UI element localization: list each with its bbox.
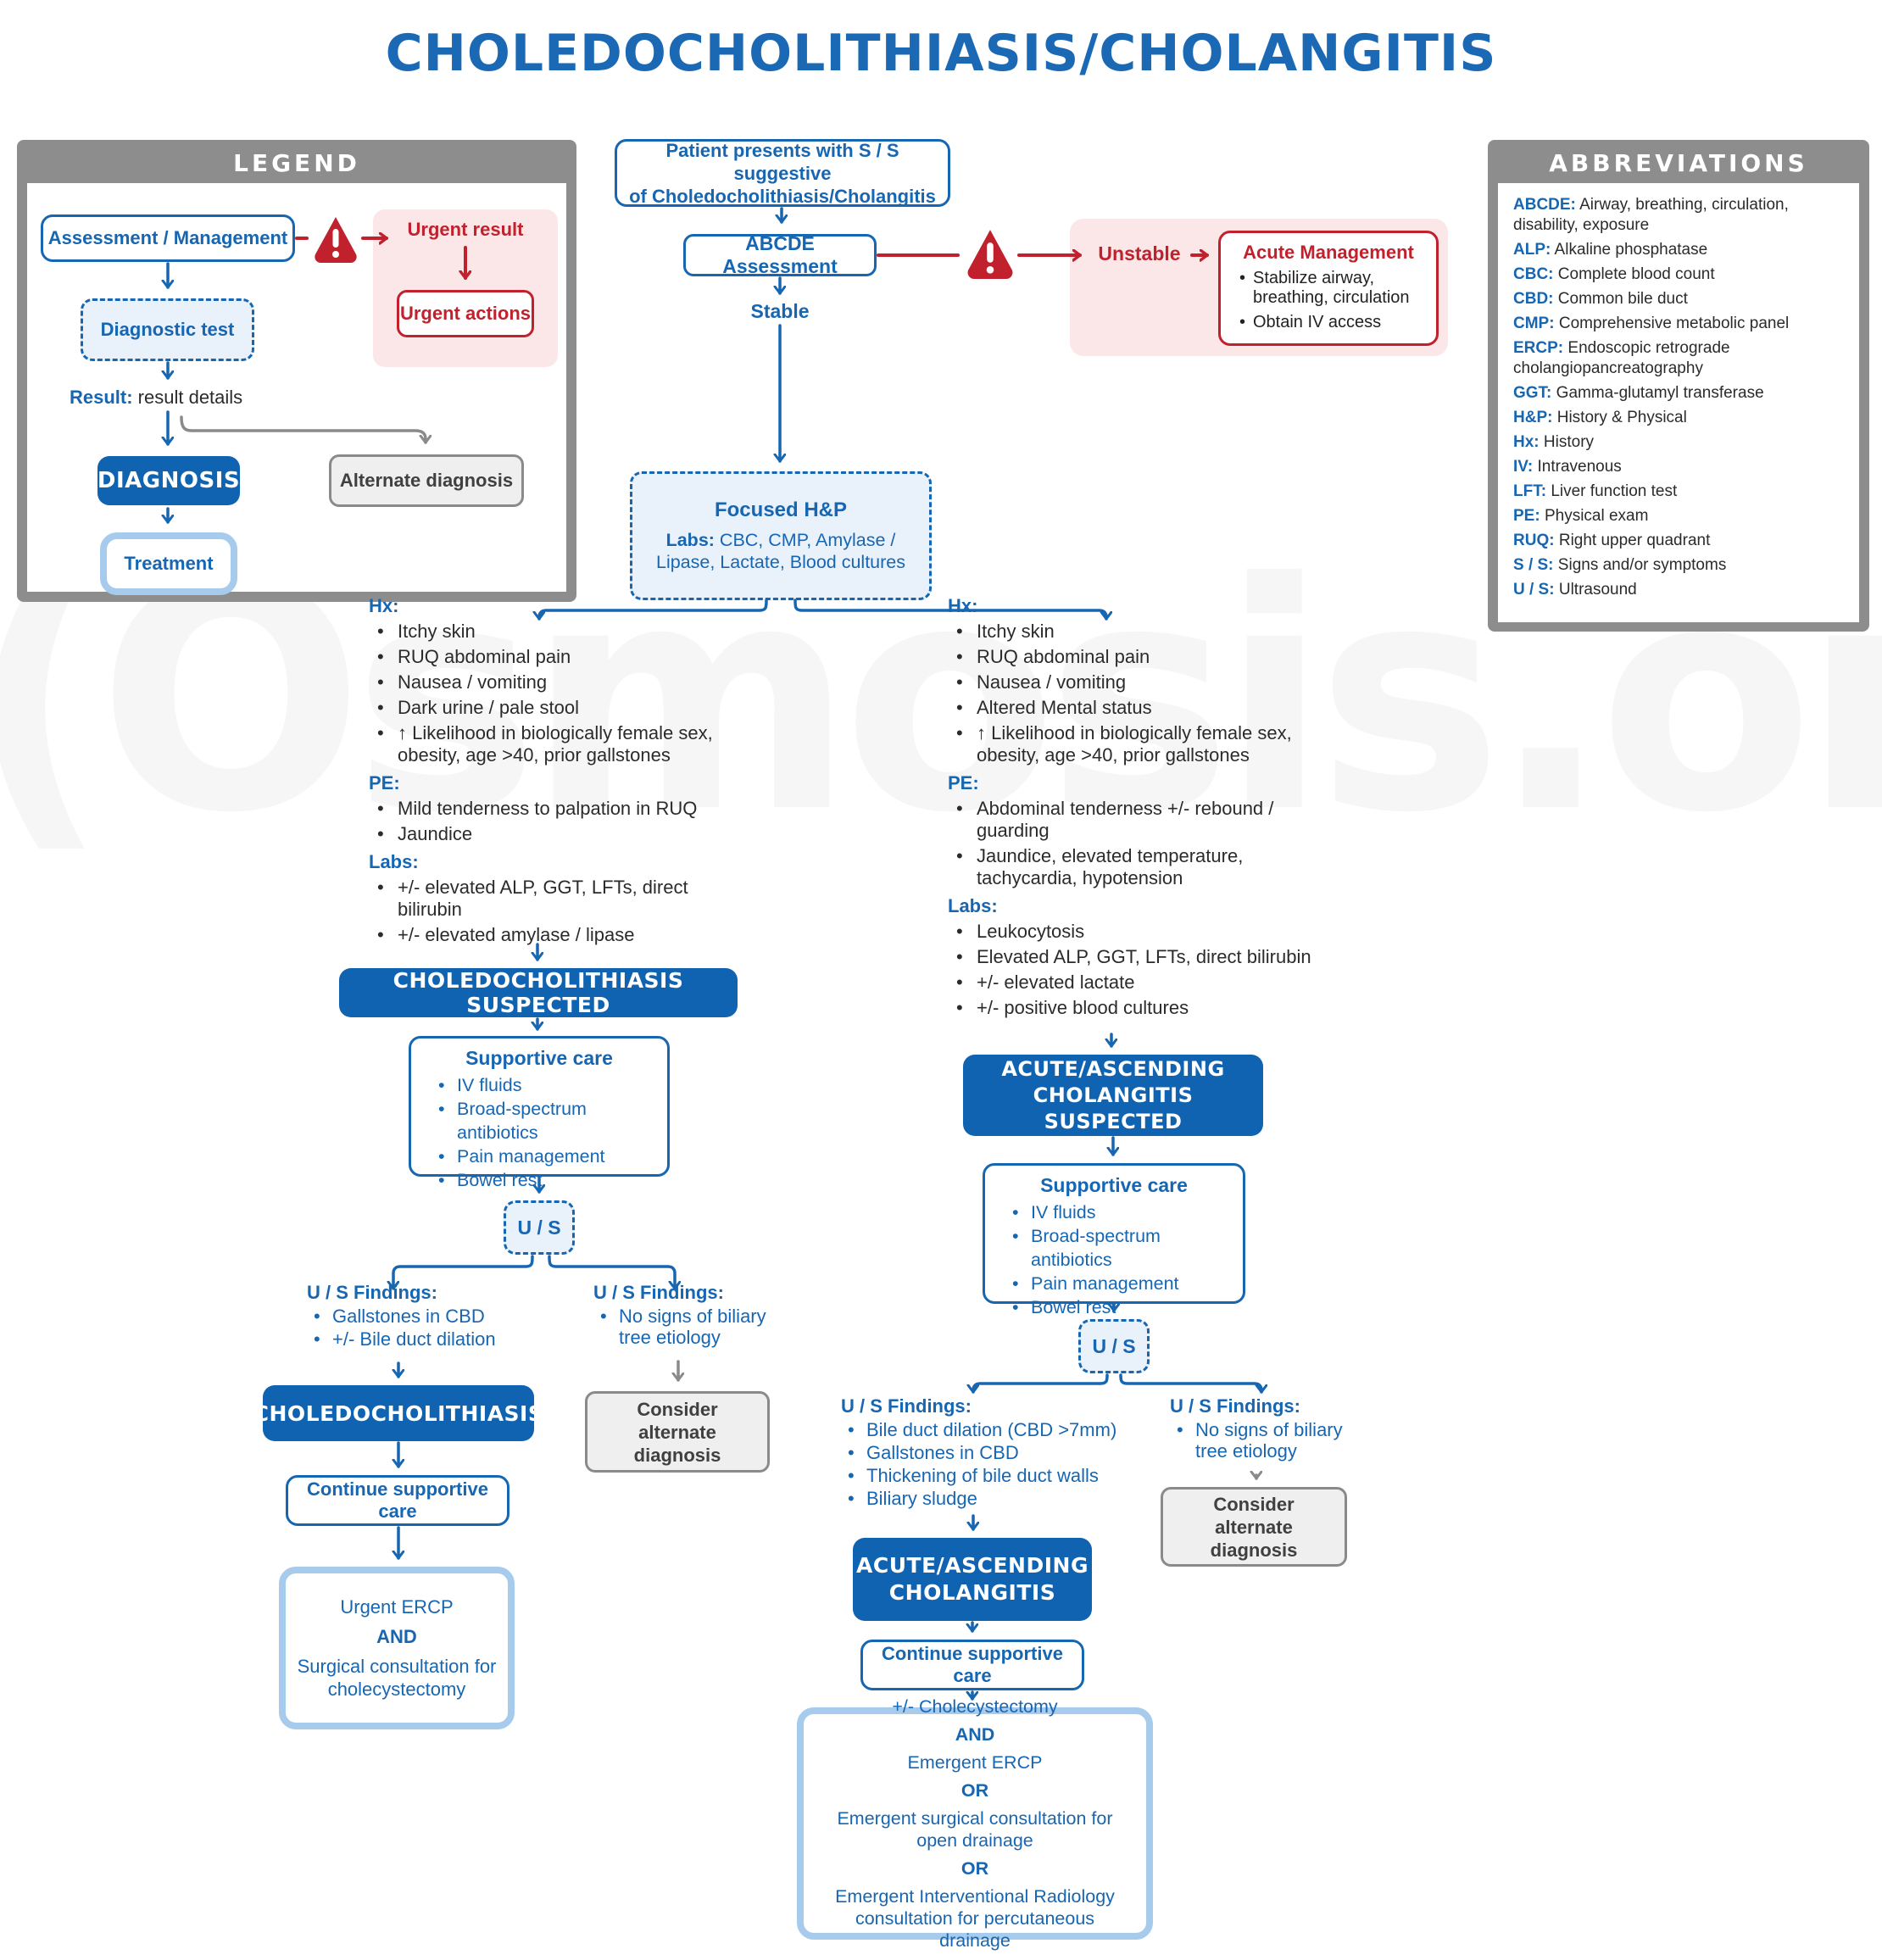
hx-heading: Hx:: [369, 595, 399, 616]
legend-treatment-box: Treatment: [100, 532, 237, 595]
treatment-box-right: +/- Cholecystectomy AND Emergent ERCP OR…: [797, 1696, 1153, 1951]
continue-supportive-care-box-left: Continue supportive care: [286, 1475, 509, 1526]
supportive-care-box-right: Supportive care IV fluidsBroad-spectrum …: [983, 1163, 1245, 1319]
us-findings-negative-right: U / S Findings: No signs of biliary tree…: [1170, 1395, 1356, 1463]
labs-list: +/- elevated ALP, GGT, LFTs, direct bili…: [369, 877, 750, 946]
patient-line1: Patient presents with S / S suggestive: [665, 139, 899, 184]
hx-list: Itchy skinRUQ abdominal painNausea / vom…: [948, 621, 1338, 766]
labs-heading: Labs:: [948, 895, 998, 916]
labs-list: LeukocytosisElevated ALP, GGT, LFTs, dir…: [948, 921, 1338, 1019]
hx-heading: Hx:: [948, 595, 978, 616]
pe-list: Abdominal tenderness +/- rebound / guard…: [948, 798, 1338, 889]
consider-alternate-diagnosis-box-left: Consider alternate diagnosis: [585, 1391, 770, 1473]
treatment-box-left: Urgent ERCP AND Surgical consultation fo…: [279, 1567, 515, 1729]
legend-diagnostic-test-box: Diagnostic test: [81, 298, 254, 361]
labs-heading: Labs:: [369, 851, 419, 872]
page-title: CHOLEDOCHOLITHIASIS/CHOLANGITIS: [385, 24, 1497, 83]
warning-icon: [312, 214, 359, 264]
legend-urgent-actions-box: Urgent actions: [397, 290, 534, 337]
abbreviations-header: ABBREVIATIONS: [1549, 149, 1808, 177]
focused-hp-title: Focused H&P: [714, 498, 848, 521]
hx-list: Itchy skinRUQ abdominal painNausea / vom…: [369, 621, 750, 766]
ultrasound-box-right: U / S: [1078, 1319, 1150, 1373]
us-findings-negative-left: U / S Findings: No signs of biliary tree…: [593, 1282, 780, 1350]
pe-heading: PE:: [948, 772, 979, 793]
legend-header: LEGEND: [233, 149, 360, 177]
supportive-care-box-left: Supportive care IV fluidsBroad-spectrum …: [409, 1036, 670, 1192]
abbreviations-body: [1498, 183, 1859, 622]
cholangitis-diagnosis-box: ACUTE/ASCENDING CHOLANGITIS: [853, 1538, 1092, 1621]
legend-urgent-zone: [373, 209, 558, 367]
focused-hp-box: Focused H&P Labs: CBC, CMP, Amylase / Li…: [630, 471, 932, 600]
pe-heading: PE:: [369, 772, 400, 793]
cholangitis-findings-column: Hx: Itchy skinRUQ abdominal painNausea /…: [948, 595, 1338, 1022]
continue-supportive-care-box-right: Continue supportive care: [860, 1640, 1084, 1690]
legend-urgent-result-label: Urgent result: [407, 219, 524, 240]
patient-presents-box: Patient presents with S / S suggestive o…: [615, 139, 950, 207]
consider-alternate-diagnosis-box-right: Consider alternate diagnosis: [1161, 1487, 1347, 1567]
cholangitis-suspected-box: ACUTE/ASCENDING CHOLANGITIS SUSPECTED: [963, 1055, 1263, 1136]
pe-list: Mild tenderness to palpation in RUQJaund…: [369, 798, 750, 845]
warning-icon: [965, 226, 1016, 281]
acute-management-box: Acute Management •Stabilize airway, brea…: [1218, 231, 1439, 346]
legend-result-line: Result: result details: [70, 387, 324, 409]
ultrasound-box-left: U / S: [504, 1200, 575, 1255]
choledocholithiasis-findings-column: Hx: Itchy skinRUQ abdominal painNausea /…: [369, 595, 750, 949]
choledocholithiasis-diagnosis-box: CHOLEDOCHOLITHIASIS: [253, 1385, 543, 1441]
us-findings-positive-right: U / S Findings: Bile duct dilation (CBD …: [841, 1395, 1125, 1511]
choledocholithiasis-suspected-box: CHOLEDOCHOLITHIASIS SUSPECTED: [339, 968, 738, 1017]
acute-management-list: •Stabilize airway, breathing, circulatio…: [1239, 269, 1410, 331]
legend-result-label: Result:: [70, 387, 133, 408]
stable-label: Stable: [750, 300, 810, 322]
acute-management-title: Acute Management: [1243, 242, 1414, 263]
legend-result-value: result details: [132, 387, 243, 408]
legend-assessment-box: Assessment / Management: [41, 214, 295, 262]
us-findings-positive-left: U / S Findings: Gallstones in CBD +/- Bi…: [307, 1282, 519, 1351]
unstable-label: Unstable: [1098, 242, 1181, 264]
focused-hp-labs: Labs: CBC, CMP, Amylase / Lipase, Lactat…: [655, 530, 906, 572]
abbر-item: ABCDE: Airway, breathing, circulation, d…: [1513, 196, 1789, 234]
legend-diagnosis-box: DIAGNOSIS: [97, 456, 240, 505]
patient-line2: of Choledocholithiasis/Cholangitis: [629, 185, 936, 207]
abcde-assessment-box: ABCDE Assessment: [683, 232, 877, 277]
legend-alternate-box: Alternate diagnosis: [329, 454, 524, 507]
abbreviations-list: ABCDE: Airway, breathing, circulation, d…: [1498, 183, 1859, 616]
